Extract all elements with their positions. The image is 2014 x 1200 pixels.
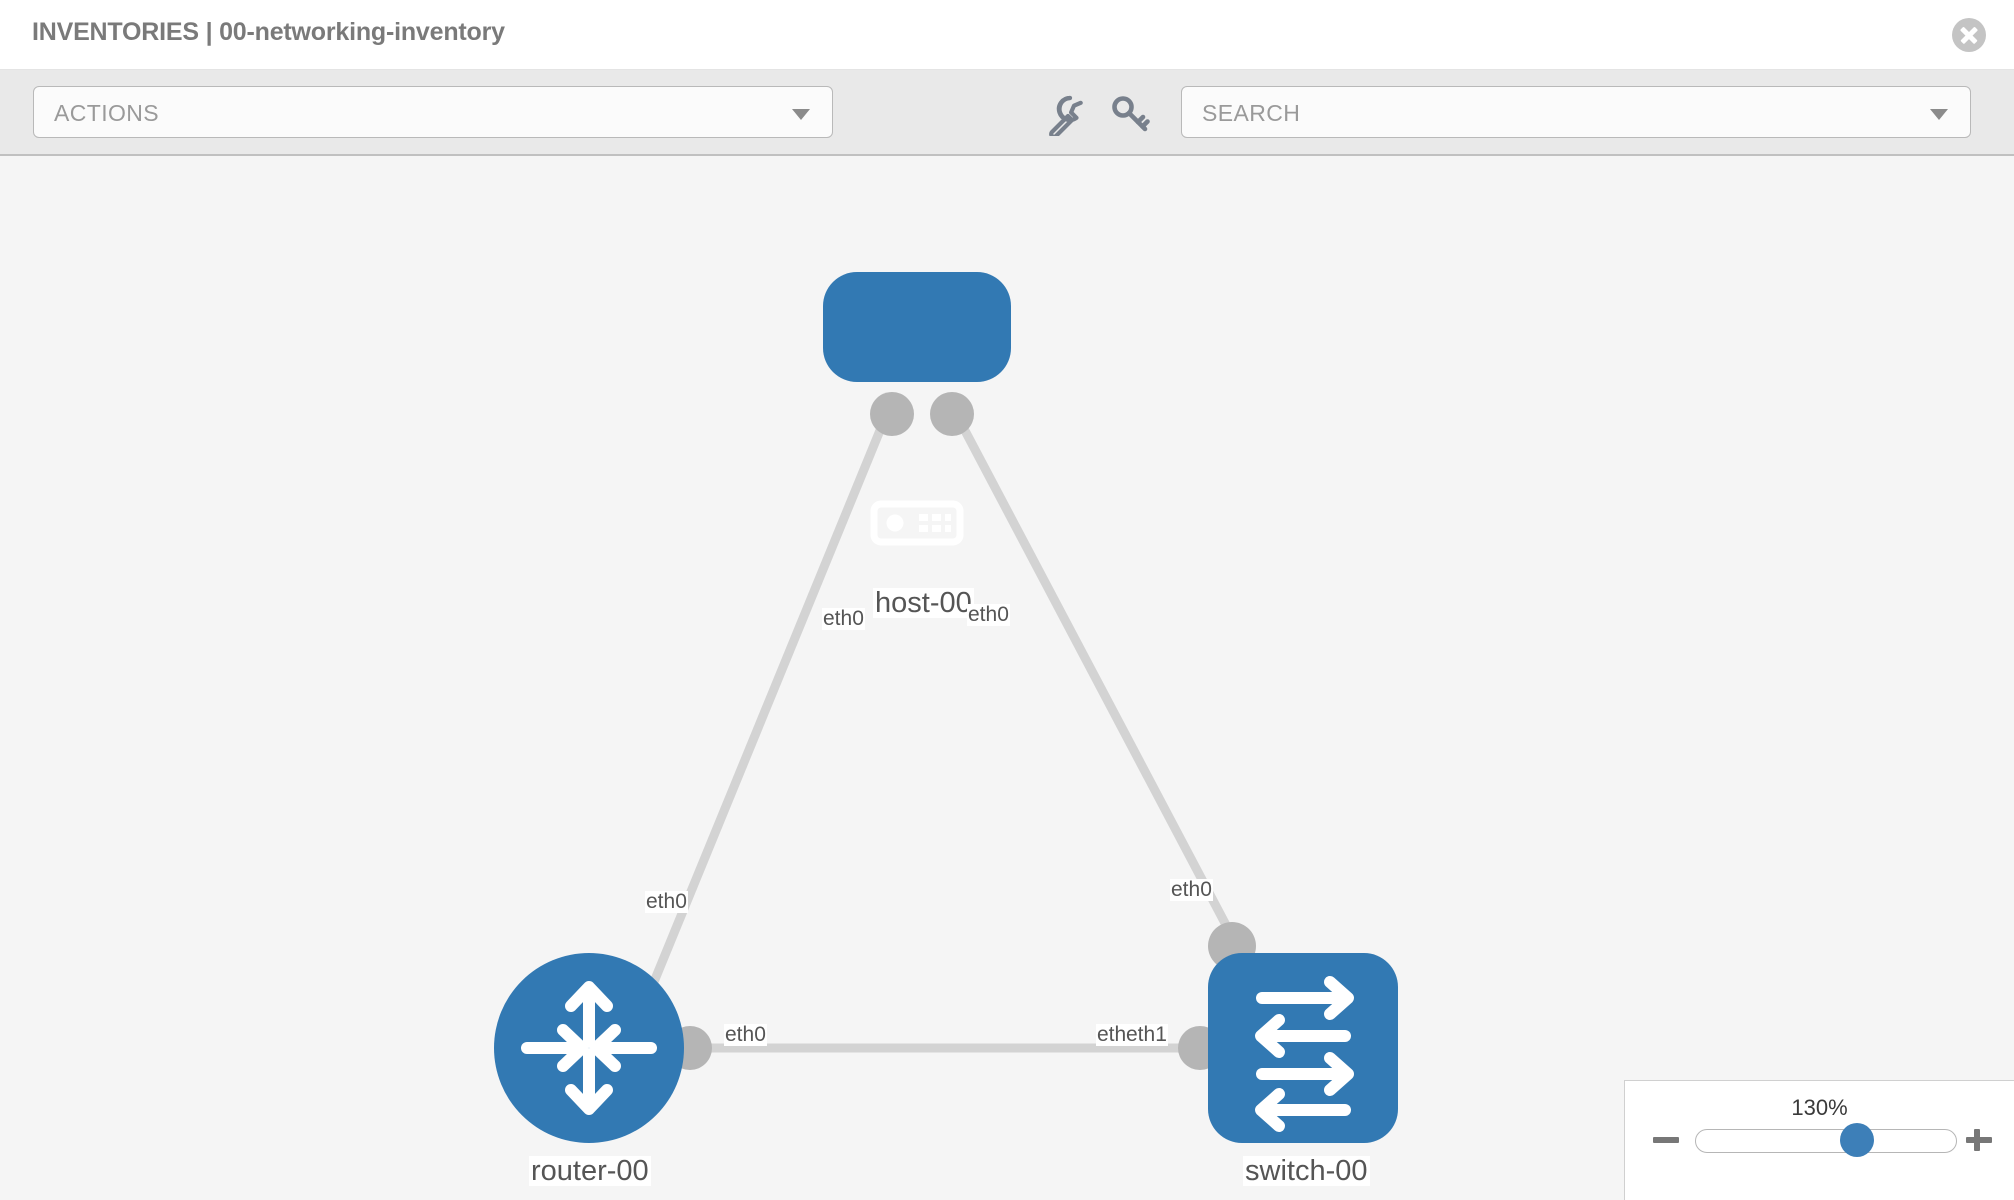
search-placeholder: SEARCH xyxy=(1202,100,1301,126)
iface-label-host00-switch00: eth0 xyxy=(967,603,1010,627)
iface-label-router00-host00: eth0 xyxy=(645,890,688,914)
wrench-icon[interactable] xyxy=(1040,92,1084,139)
iface-label-switch00-host00: eth0 xyxy=(1170,878,1213,902)
topology-graph[interactable] xyxy=(0,156,2014,1200)
connector-host00-left xyxy=(870,392,914,436)
node-label-router-00: router-00 xyxy=(529,1155,651,1187)
zoom-in-button[interactable] xyxy=(1964,1125,1994,1155)
node-label-host-00: host-00 xyxy=(873,587,974,619)
topology-canvas[interactable]: host-00 router-00 switch-00 eth0 eth0 et… xyxy=(0,156,2014,1200)
zoom-out-button[interactable] xyxy=(1651,1125,1681,1155)
iface-label-switch00-overlap: eth xyxy=(1096,1023,1128,1047)
iface-label-switch00-router00: eth1 xyxy=(1125,1023,1168,1047)
iface-label-host00-router00: eth0 xyxy=(822,607,865,631)
close-icon[interactable] xyxy=(1952,18,1986,52)
minus-icon xyxy=(1653,1137,1679,1143)
node-host-00[interactable] xyxy=(823,272,1011,546)
page-header: INVENTORIES | 00-networking-inventory xyxy=(0,0,2014,70)
node-label-switch-00: switch-00 xyxy=(1243,1155,1370,1187)
chevron-down-icon xyxy=(1930,109,1948,120)
zoom-level-value: 130% xyxy=(1791,1095,1848,1120)
zoom-control-panel: 130% xyxy=(1624,1080,2014,1200)
connector-host00-right xyxy=(930,392,974,436)
iface-label-router00-switch00: eth0 xyxy=(724,1023,767,1047)
node-router-00[interactable] xyxy=(494,953,684,1143)
search-input[interactable]: SEARCH xyxy=(1181,86,1971,138)
link-host00-switch00 xyxy=(948,403,1249,964)
toolbar: ACTIONS SEARCH xyxy=(0,70,2014,156)
actions-dropdown[interactable]: ACTIONS xyxy=(33,86,833,138)
page-title: INVENTORIES | 00-networking-inventory xyxy=(32,18,505,46)
link-host00-router00 xyxy=(635,404,895,1018)
topology-links xyxy=(635,403,1249,1053)
key-icon[interactable] xyxy=(1108,92,1152,136)
zoom-slider-track[interactable] xyxy=(1695,1129,1957,1153)
node-switch-00[interactable] xyxy=(1208,953,1398,1143)
plus-icon-vertical xyxy=(1974,1129,1980,1151)
actions-dropdown-label: ACTIONS xyxy=(54,100,160,126)
chevron-down-icon xyxy=(792,109,810,120)
zoom-slider-thumb[interactable] xyxy=(1840,1123,1875,1157)
